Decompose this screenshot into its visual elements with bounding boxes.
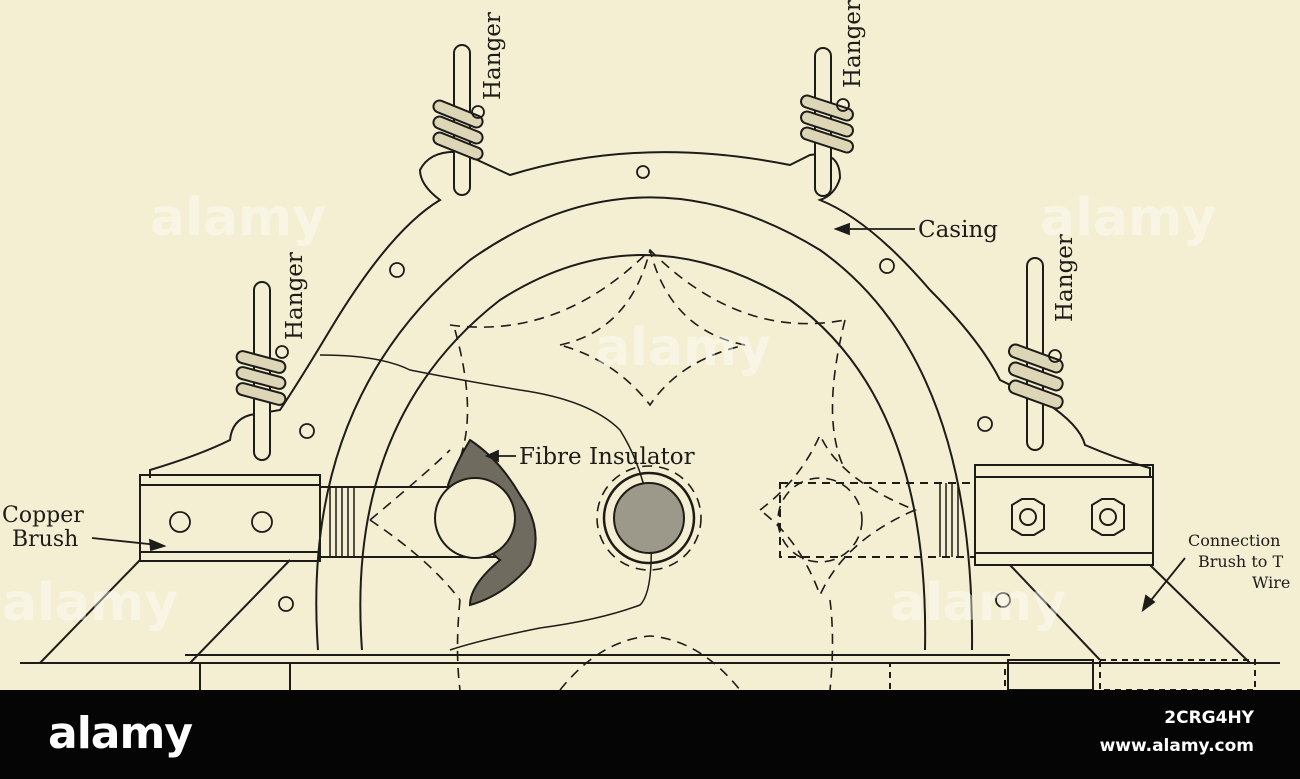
footer-bar: alamy 2CRG4HY www.alamy.com <box>0 690 1300 779</box>
label-connection-line1: Connection <box>1188 531 1280 550</box>
label-copper-brush-line1: Copper <box>2 503 84 528</box>
alamy-logo[interactable]: alamy <box>48 708 193 759</box>
label-connection-line3: Wire <box>1252 573 1290 592</box>
left-brush-bar <box>139 474 321 562</box>
image-id: 2CRG4HY <box>1164 708 1254 728</box>
screw <box>995 592 1011 608</box>
label-hanger-1: Hanger <box>480 12 506 100</box>
screw <box>879 258 895 274</box>
screw <box>636 165 650 179</box>
screw <box>251 511 273 533</box>
watermark: alamy <box>890 573 1066 633</box>
screw <box>275 345 289 359</box>
screw <box>169 511 191 533</box>
dashed-star-top <box>559 249 746 407</box>
watermark: alamy <box>595 318 771 378</box>
screw <box>977 416 993 432</box>
label-copper-brush-line2: Brush <box>12 527 78 552</box>
dashed-hole-right <box>777 477 863 563</box>
casing-inner-arc <box>315 196 974 651</box>
screw <box>471 105 485 119</box>
watermark: alamy <box>2 573 178 633</box>
cutaway-line <box>319 354 652 651</box>
label-hanger-2: Hanger <box>840 0 866 88</box>
screw <box>389 262 405 278</box>
label-connection-line2: Brush to T <box>1198 552 1283 571</box>
axle-hub <box>613 482 685 554</box>
watermark: alamy <box>1040 188 1216 248</box>
screw <box>836 98 850 112</box>
dashed-hub-ring <box>596 465 702 571</box>
right-brush-bar <box>974 464 1154 566</box>
label-fibre-insulator: Fibre Insulator <box>519 444 695 470</box>
wheel-rim <box>359 254 927 651</box>
watermark: alamy <box>150 188 326 248</box>
screw <box>278 596 294 612</box>
label-hanger-4: Hanger <box>1052 234 1078 322</box>
casing-outline <box>149 150 1151 478</box>
site-url[interactable]: www.alamy.com <box>1099 736 1254 756</box>
right-brush-extension <box>779 482 976 558</box>
trolley-wheel-diagram: Hanger Hanger Hanger Hanger Casing Fibre… <box>2 0 1290 690</box>
screw <box>299 423 315 439</box>
dashed-star-right <box>758 433 918 598</box>
screw <box>1048 349 1062 363</box>
hex-nuts <box>1011 498 1125 536</box>
axle-hub-outer <box>602 471 696 565</box>
label-casing: Casing <box>918 217 998 243</box>
label-hanger-3: Hanger <box>282 252 308 340</box>
diagram-canvas: Hanger Hanger Hanger Hanger Casing Fibre… <box>2 0 1291 690</box>
